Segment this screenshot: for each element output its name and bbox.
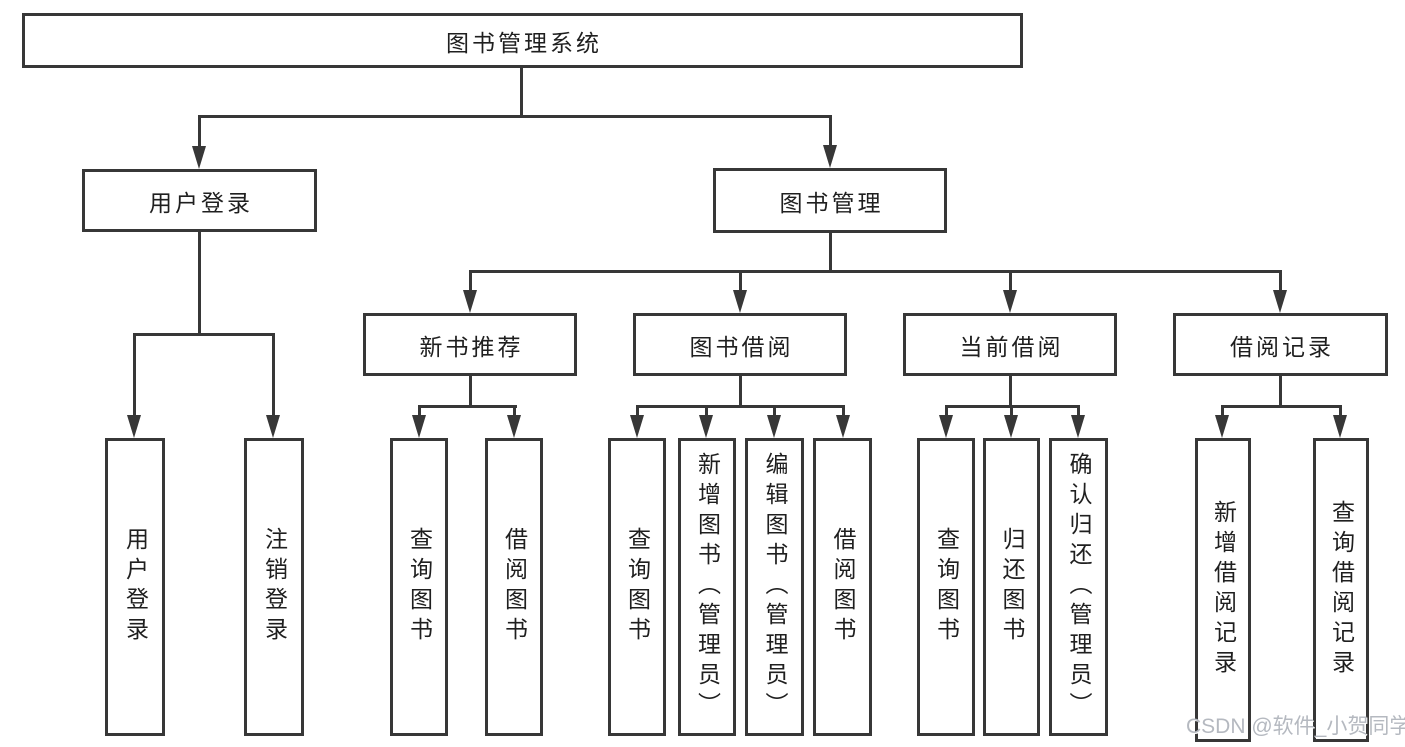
- connector: [513, 405, 516, 417]
- leaf-edit-book-admin-label: 编辑图书（管理员）: [762, 452, 788, 722]
- arrowhead: [127, 415, 141, 438]
- leaf-query-borrow-record: 查询借阅记录: [1313, 438, 1369, 742]
- node-current-borrowing-label: 当前借阅: [959, 333, 1064, 360]
- arrowhead: [836, 415, 850, 438]
- node-book-management: 图书管理: [713, 168, 947, 233]
- node-current-borrowing: 当前借阅: [903, 313, 1117, 376]
- leaf-logout: 注销登录: [244, 438, 304, 736]
- arrowhead: [733, 290, 747, 313]
- leaf-query-books-2-label: 查询图书: [624, 527, 651, 647]
- leaf-add-book-admin-label: 新增图书（管理员）: [694, 452, 721, 722]
- arrowhead: [630, 415, 644, 438]
- connector: [705, 405, 708, 417]
- connector: [829, 233, 832, 272]
- leaf-query-books-2: 查询图书: [608, 438, 666, 736]
- arrowhead: [1071, 415, 1085, 438]
- connector: [469, 270, 1282, 273]
- leaf-add-book-admin: 新增图书（管理员）: [678, 438, 736, 736]
- connector: [1279, 270, 1282, 293]
- arrowhead: [192, 146, 206, 169]
- node-user-login-label: 用户登录: [149, 189, 253, 216]
- connector: [198, 115, 201, 148]
- leaf-query-books-3-label: 查询图书: [933, 527, 960, 647]
- connector: [272, 333, 275, 417]
- arrowhead: [939, 415, 953, 438]
- leaf-return-book: 归还图书: [983, 438, 1040, 736]
- connector: [1339, 405, 1342, 417]
- leaf-borrow-books-2-label: 借阅图书: [830, 527, 856, 647]
- leaf-logout-label: 注销登录: [261, 527, 288, 647]
- leaf-return-book-label: 归还图书: [999, 527, 1025, 647]
- leaf-borrow-books-1: 借阅图书: [485, 438, 543, 736]
- arrowhead: [699, 415, 713, 438]
- arrowhead: [463, 290, 477, 313]
- node-book-borrowing-label: 图书借阅: [689, 333, 794, 360]
- arrowhead: [507, 415, 521, 438]
- connector: [1010, 405, 1013, 417]
- arrowhead: [1333, 415, 1347, 438]
- arrowhead: [823, 145, 837, 168]
- connector: [636, 405, 639, 417]
- connector: [1077, 405, 1080, 417]
- connector: [469, 270, 472, 293]
- node-book-borrowing: 图书借阅: [633, 313, 847, 376]
- connector: [636, 405, 845, 408]
- connector: [1221, 405, 1224, 417]
- leaf-query-books-1-label: 查询图书: [406, 527, 433, 647]
- arrowhead: [266, 415, 280, 438]
- connector: [418, 405, 421, 417]
- arrowhead: [767, 415, 781, 438]
- leaf-add-borrow-record: 新增借阅记录: [1195, 438, 1251, 742]
- connector: [739, 376, 742, 407]
- leaf-query-books-3: 查询图书: [917, 438, 975, 736]
- arrowhead: [1215, 415, 1229, 438]
- connector: [198, 232, 201, 335]
- leaf-user-login-label: 用户登录: [122, 527, 149, 647]
- node-book-management-label: 图书管理: [779, 189, 884, 216]
- node-root-label: 图书管理系统: [446, 29, 602, 56]
- leaf-borrow-books-1-label: 借阅图书: [501, 527, 528, 647]
- connector: [469, 376, 472, 407]
- connector: [1279, 376, 1282, 407]
- leaf-add-borrow-record-label: 新增借阅记录: [1210, 500, 1237, 680]
- arrowhead: [412, 415, 426, 438]
- connector: [1221, 405, 1341, 408]
- connector: [133, 333, 136, 417]
- connector: [842, 405, 845, 417]
- connector: [418, 405, 517, 408]
- leaf-edit-book-admin: 编辑图书（管理员）: [745, 438, 804, 736]
- leaf-user-login: 用户登录: [105, 438, 165, 736]
- leaf-query-borrow-record-label: 查询借阅记录: [1328, 500, 1355, 680]
- leaf-confirm-return-admin: 确认归还（管理员）: [1049, 438, 1108, 736]
- node-user-login: 用户登录: [82, 169, 317, 232]
- leaf-confirm-return-admin-label: 确认归还（管理员）: [1066, 452, 1092, 722]
- connector: [1009, 270, 1012, 293]
- leaf-borrow-books-2: 借阅图书: [813, 438, 872, 736]
- connector: [133, 333, 275, 336]
- connector: [773, 405, 776, 417]
- csdn-watermark: CSDN @软件_小贺同学: [1186, 715, 1405, 738]
- connector: [739, 270, 742, 293]
- leaf-query-books-1: 查询图书: [390, 438, 448, 736]
- node-new-book-recommend-label: 新书推荐: [419, 333, 524, 360]
- arrowhead: [1004, 415, 1018, 438]
- connector: [198, 115, 832, 118]
- connector: [520, 68, 523, 117]
- connector: [1009, 376, 1012, 407]
- arrowhead: [1003, 290, 1017, 313]
- connector: [945, 405, 948, 417]
- node-borrowing-records: 借阅记录: [1173, 313, 1388, 376]
- node-root: 图书管理系统: [22, 13, 1023, 68]
- connector: [829, 115, 832, 148]
- node-borrowing-records-label: 借阅记录: [1230, 333, 1334, 360]
- node-new-book-recommend: 新书推荐: [363, 313, 577, 376]
- arrowhead: [1273, 290, 1287, 313]
